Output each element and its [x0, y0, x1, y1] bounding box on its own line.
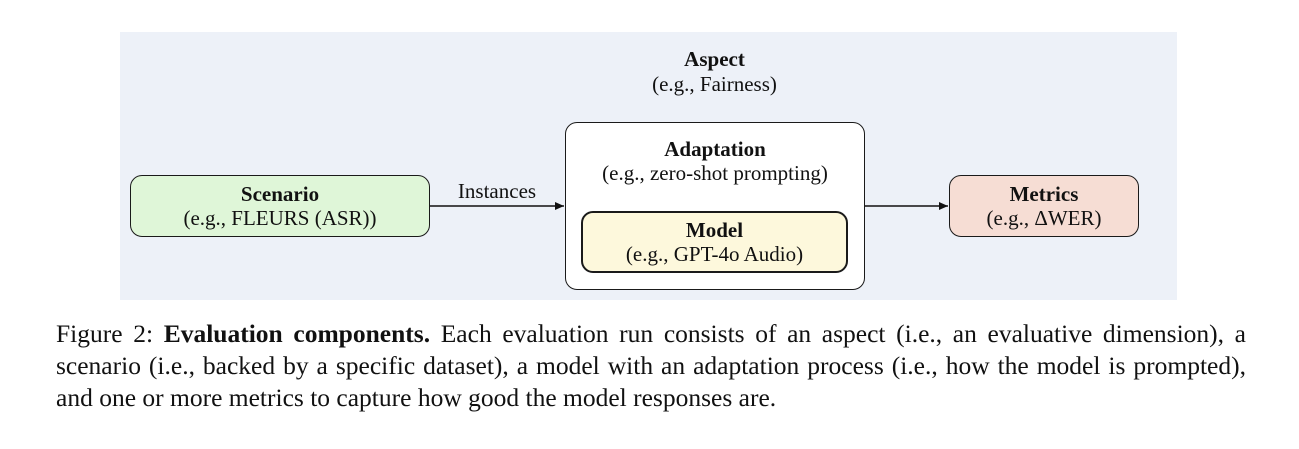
adaptation-example: (e.g., zero-shot prompting)	[602, 161, 828, 185]
scenario-title: Scenario	[240, 182, 320, 206]
adaptation-title: Adaptation	[664, 137, 766, 161]
aspect-example: (e.g., Fairness)	[652, 72, 777, 96]
scenario-node: Scenario (e.g., FLEURS (ASR))	[130, 175, 430, 237]
model-node: Model (e.g., GPT-4o Audio)	[581, 211, 848, 273]
caption-label: Figure 2:	[56, 319, 154, 348]
scenario-example: (e.g., FLEURS (ASR))	[183, 206, 377, 230]
figure-caption: Figure 2: Evaluation components. Each ev…	[56, 318, 1246, 414]
instances-edge-label: Instances	[457, 179, 537, 203]
metrics-node: Metrics (e.g., ΔWER)	[949, 175, 1139, 237]
model-example: (e.g., GPT-4o Audio)	[625, 242, 804, 266]
aspect-label: Aspect (e.g., Fairness)	[560, 47, 869, 97]
model-title: Model	[685, 218, 744, 242]
metrics-example: (e.g., ΔWER)	[986, 206, 1102, 230]
metrics-title: Metrics	[1009, 182, 1079, 206]
caption-heading: Evaluation components.	[163, 319, 431, 348]
aspect-title: Aspect	[684, 47, 745, 71]
caption-text: Each evaluation run consists of an aspec…	[56, 319, 1246, 412]
